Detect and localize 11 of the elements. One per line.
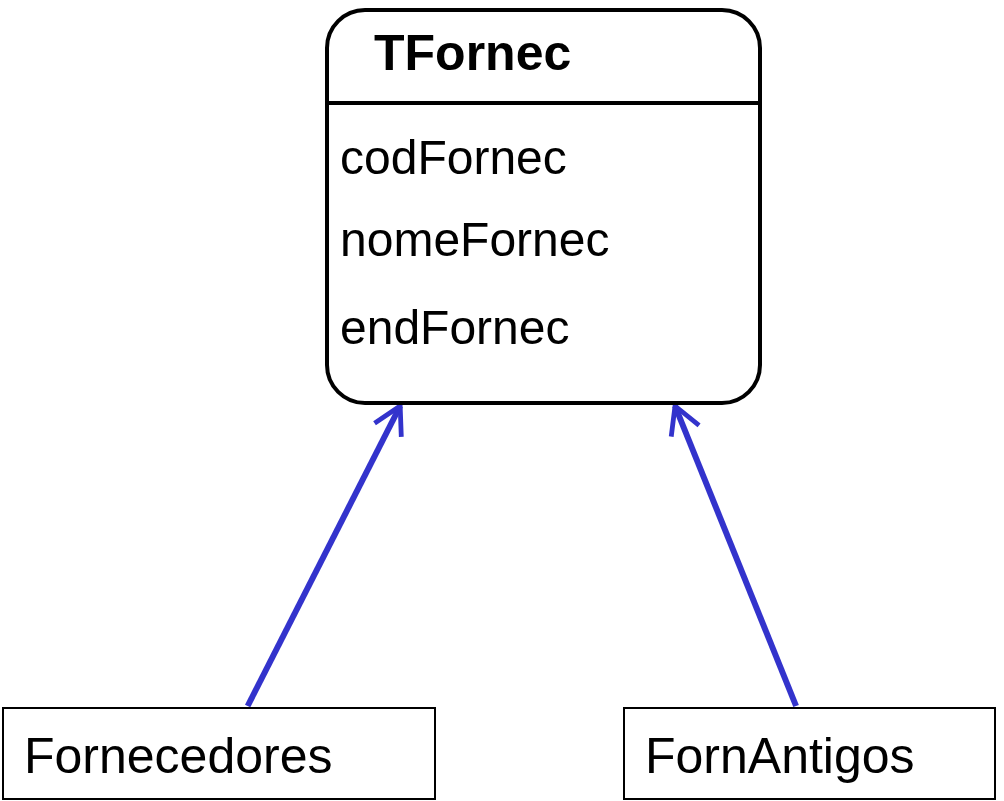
attribute-name: nomeFornec bbox=[340, 214, 610, 267]
attribute-name: endFornec bbox=[340, 302, 570, 355]
arrow bbox=[244, 403, 404, 708]
attribute-name: codFornec bbox=[340, 132, 567, 185]
class-name: TFornec bbox=[374, 26, 572, 81]
class-box bbox=[2, 707, 436, 800]
class-name: FornAntigos bbox=[645, 729, 915, 784]
class-box bbox=[623, 707, 996, 800]
class-name: Fornecedores bbox=[24, 729, 333, 784]
class-box bbox=[325, 8, 762, 405]
arrow bbox=[668, 403, 799, 708]
